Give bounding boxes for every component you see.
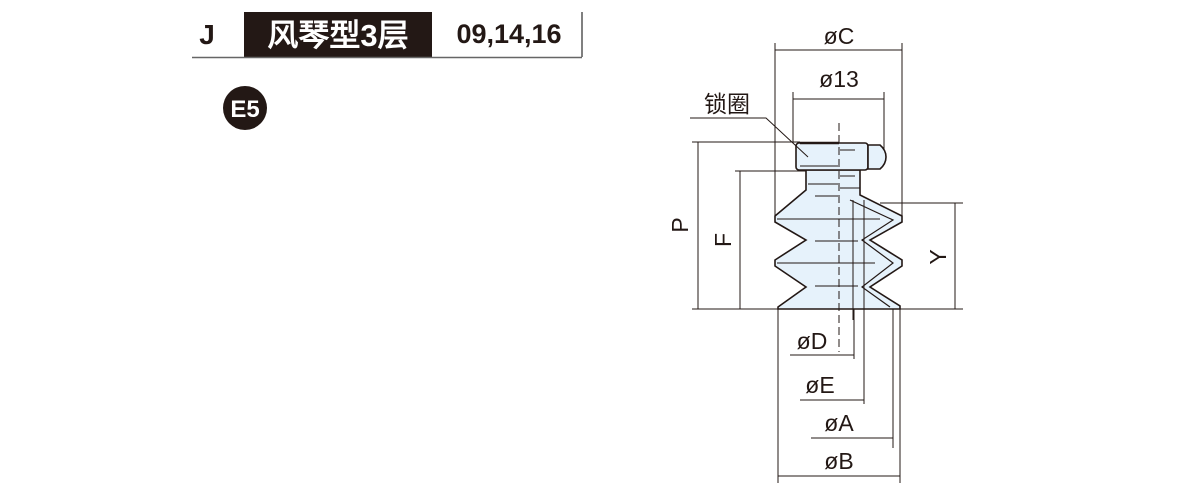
badge-label: E5 bbox=[230, 96, 259, 123]
series-letter: J bbox=[199, 19, 215, 50]
bellows-wall-inner bbox=[849, 199, 895, 308]
dimension-labels: øC ø13 锁圈 P F Y øD øE øA øB bbox=[667, 23, 951, 474]
header: J 风琴型3层 09,14,16 bbox=[192, 12, 583, 59]
badge-circle bbox=[223, 86, 267, 130]
label-y: Y bbox=[925, 249, 951, 264]
label-lock-ring: 锁圈 bbox=[704, 91, 750, 117]
label-dia-e: øE bbox=[805, 372, 834, 398]
hatch-lines bbox=[777, 149, 880, 320]
label-dia-b: øB bbox=[824, 448, 853, 474]
suction-cup-drawing bbox=[690, 43, 963, 483]
type-label-bg bbox=[244, 12, 432, 58]
label-dia-a: øA bbox=[824, 410, 854, 436]
label-dia-c: øC bbox=[824, 23, 855, 49]
lock-ring-clip bbox=[867, 144, 887, 170]
size-list: 09,14,16 bbox=[456, 19, 561, 49]
label-p: P bbox=[667, 217, 693, 232]
label-dia-d: øD bbox=[797, 328, 828, 354]
label-f: F bbox=[710, 233, 736, 247]
badge: E5 bbox=[223, 86, 267, 130]
dimension-lines bbox=[690, 43, 963, 483]
label-dia-13: ø13 bbox=[819, 66, 859, 92]
type-label: 风琴型3层 bbox=[267, 18, 408, 53]
